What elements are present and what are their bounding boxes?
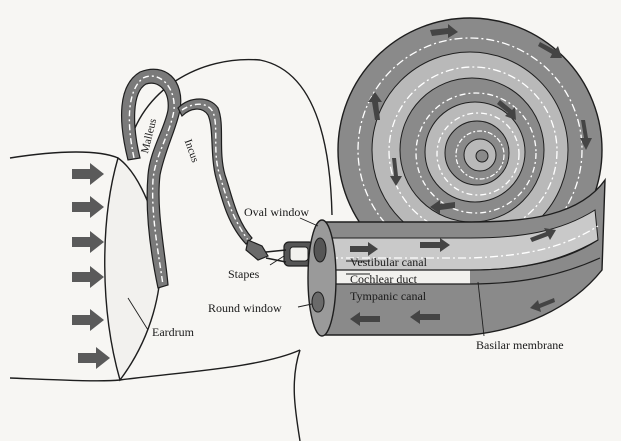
- ear-canal-outline: [10, 152, 118, 158]
- tympanic-canal-label: Tympanic canal: [350, 290, 426, 302]
- lower-outline: [294, 350, 300, 441]
- arrow-right-icon: [72, 266, 104, 288]
- stapes-label: Stapes: [228, 268, 259, 280]
- eardrum-label: Eardrum: [152, 326, 194, 338]
- stapes-bone: [246, 240, 314, 266]
- arrow-right-icon: [78, 347, 110, 369]
- oval-window-label: Oval window: [244, 206, 309, 218]
- arrow-right-icon: [72, 196, 104, 218]
- arrow-right-icon: [72, 231, 104, 253]
- arrow-right-icon: [72, 309, 104, 331]
- round-window-label: Round window: [208, 302, 282, 314]
- arrow-right-icon: [72, 163, 104, 185]
- ear-canal-lower-outline: [10, 350, 300, 381]
- basilar-membrane-label: Basilar membrane: [476, 339, 564, 351]
- vestibular-canal-label: Vestibular canal: [350, 256, 427, 268]
- cochlear-duct-label: Cochlear duct: [350, 273, 417, 285]
